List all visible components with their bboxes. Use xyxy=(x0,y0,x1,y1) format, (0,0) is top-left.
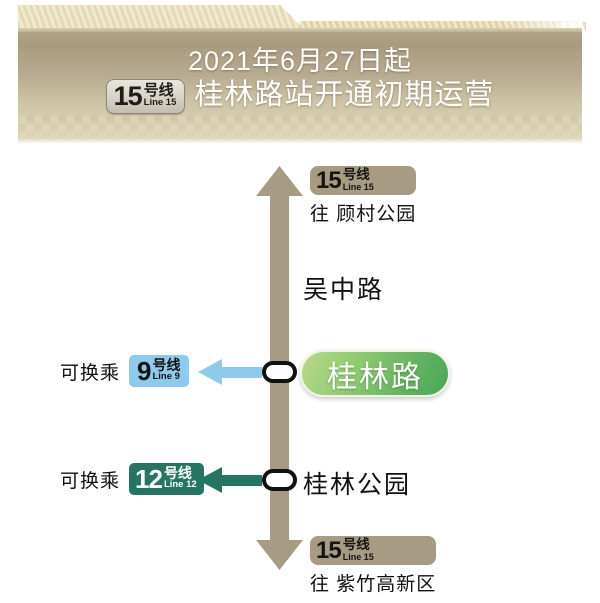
line-badge-number: 15 xyxy=(316,166,342,194)
line-badge-en: Line 15 xyxy=(342,181,374,192)
direction-text-south: 往 紫竹高新区 xyxy=(310,573,437,595)
line-badge-text-group: 号线 Line 15 xyxy=(343,168,374,192)
line-badge-cn: 号线 xyxy=(152,357,181,374)
station-label-guilinlu: 桂林路 xyxy=(327,360,423,394)
banner-stripe-fade xyxy=(500,21,582,32)
line-badge-en: Line 15 xyxy=(342,551,374,562)
banner-headline: 桂林路站开通初期运营 xyxy=(194,79,495,112)
direction-text-north: 往 顾村公园 xyxy=(310,203,417,225)
station-label-guilingongyuan: 桂林公园 xyxy=(303,471,412,499)
line-badge-cn: 号线 xyxy=(163,465,192,482)
line-badge-number: 12 xyxy=(135,464,163,494)
line-badge-text-group: 号线 Line 15 xyxy=(343,538,374,562)
banner-date-line: 2021年6月27日起 xyxy=(187,46,413,77)
banner-bottom-edge xyxy=(18,138,582,144)
transfer-arrow-shaft xyxy=(218,475,262,486)
line-badge-text-group: 号线 Line 9 xyxy=(152,358,180,383)
station-highlight-guilinlu: 桂林路 xyxy=(300,350,450,397)
line-15-badge-north: 15 号线 Line 15 xyxy=(310,166,417,195)
station-marker-guilinlu xyxy=(262,361,297,383)
line-9-badge: 9 号线 Line 9 xyxy=(129,355,190,387)
line-badge-cn: 号线 xyxy=(342,537,370,552)
line-badge-number: 9 xyxy=(137,356,152,386)
line-badge-text-group: 号线 Line 12 xyxy=(164,466,197,491)
line-15-badge-header: 15 号线 Line 15 xyxy=(105,78,186,114)
transfer-arrow-shaft xyxy=(218,367,262,378)
line-12-badge: 12 号线 Line 12 xyxy=(129,463,204,495)
line-badge-en: Line 9 xyxy=(152,371,180,383)
banner-text-group: 2021年6月27日起 15 号线 Line 15 桂林路站开通初期运营 xyxy=(0,28,600,133)
line-badge-text-group: 号线 Line 15 xyxy=(144,83,177,109)
transfer-row-line-12: 可换乘 12 号线 Line 12 xyxy=(60,463,204,495)
banner-stripe-right xyxy=(300,21,582,32)
route-arrow-down-icon xyxy=(256,540,303,570)
line-badge-cn: 号线 xyxy=(342,167,370,182)
line-badge-cn: 号线 xyxy=(143,81,174,99)
transfer-arrow-head xyxy=(198,359,222,385)
line-15-badge-south: 15 号线 Line 15 xyxy=(310,536,437,565)
transfer-arrow-line-12-icon xyxy=(198,467,262,493)
line-badge-number: 15 xyxy=(113,80,143,111)
transfer-row-line-9: 可换乘 9 号线 Line 9 xyxy=(60,355,190,387)
transfer-label-line-9: 可换乘 xyxy=(60,362,121,384)
banner-stripe-left xyxy=(18,5,303,28)
transfer-arrow-line-9-icon xyxy=(198,359,262,385)
line-badge-en: Line 15 xyxy=(143,96,177,108)
station-label-wuzhonglu: 吴中路 xyxy=(303,276,385,304)
route-arrow-up-icon xyxy=(256,166,303,196)
line-badge-number: 15 xyxy=(316,536,342,564)
route-diagram: 15 号线 Line 15 往 顾村公园 吴中路 可换乘 9 号线 Line 9… xyxy=(0,148,600,603)
banner-title-line: 15 号线 Line 15 桂林路站开通初期运营 xyxy=(105,78,495,114)
banner-checker-fade xyxy=(18,116,582,142)
direction-indicator-south: 15 号线 Line 15 往 紫竹高新区 xyxy=(310,536,437,596)
station-marker-guilingongyuan xyxy=(262,469,297,491)
line-badge-en: Line 12 xyxy=(163,479,197,491)
banner-plate-edge xyxy=(18,28,582,32)
header-banner: 2021年6月27日起 15 号线 Line 15 桂林路站开通初期运营 xyxy=(0,0,600,148)
direction-indicator-north: 15 号线 Line 15 往 顾村公园 xyxy=(310,166,417,226)
transfer-arrow-head xyxy=(198,467,222,493)
transfer-label-line-12: 可换乘 xyxy=(60,470,121,492)
